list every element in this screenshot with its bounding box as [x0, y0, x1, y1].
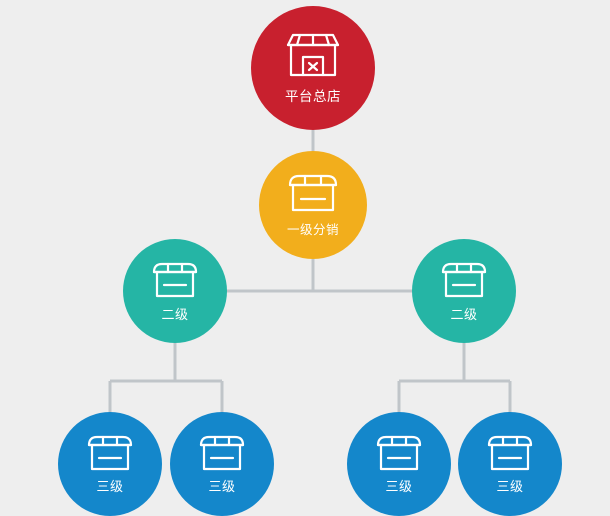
shop-icon: [374, 433, 424, 473]
shop-icon: [439, 260, 489, 300]
node-lvl3-d-label: 三级: [496, 480, 524, 495]
node-lvl2-right[interactable]: 二级: [412, 239, 516, 343]
shop-icon: [150, 260, 200, 300]
shop-icon: [286, 172, 340, 214]
distribution-hierarchy-diagram: 平台总店 一级分销: [58, 6, 562, 516]
node-lvl3-b-label: 三级: [208, 480, 236, 495]
node-lvl1[interactable]: 一级分销: [259, 151, 367, 259]
shop-icon: [85, 433, 135, 473]
node-lvl3-c-label: 三级: [385, 480, 413, 495]
node-root-label: 平台总店: [285, 89, 341, 105]
node-lvl3-a-label: 三级: [96, 480, 124, 495]
node-lvl2-left-label: 二级: [161, 307, 189, 323]
node-lvl3-a[interactable]: 三级: [58, 412, 162, 516]
node-lvl3-d[interactable]: 三级: [458, 412, 562, 516]
shop-icon: [283, 31, 343, 79]
node-lvl2-right-label: 二级: [450, 307, 478, 323]
shop-icon: [485, 433, 535, 473]
node-lvl2-left[interactable]: 二级: [123, 239, 227, 343]
node-lvl3-b[interactable]: 三级: [170, 412, 274, 516]
shop-icon: [197, 433, 247, 473]
node-lvl1-label: 一级分销: [286, 222, 339, 237]
node-lvl3-c[interactable]: 三级: [347, 412, 451, 516]
node-root[interactable]: 平台总店: [251, 6, 375, 130]
